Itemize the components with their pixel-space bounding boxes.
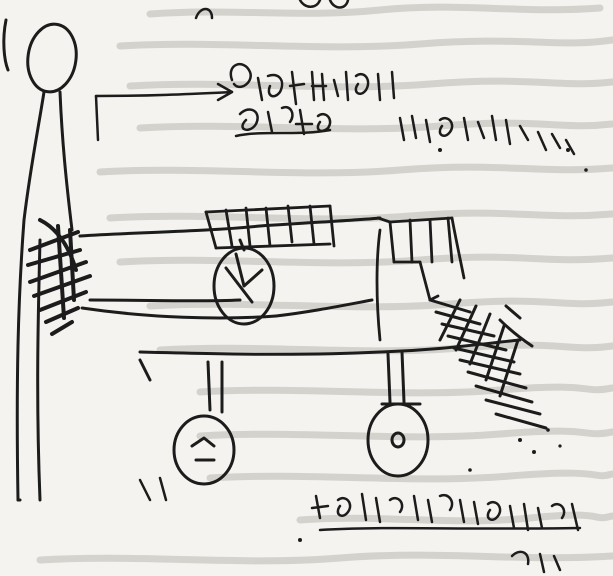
arrow-to-label [96, 84, 232, 140]
ink-strokes [4, 0, 588, 572]
lower-right-wheel [368, 352, 428, 476]
spray-hatching [430, 300, 546, 428]
lower-left-wheel [174, 362, 234, 484]
bleed-through-text [40, 7, 612, 561]
beams [80, 218, 520, 380]
center-wheel [214, 240, 274, 324]
right-stand [377, 218, 464, 340]
central-box [206, 206, 334, 248]
